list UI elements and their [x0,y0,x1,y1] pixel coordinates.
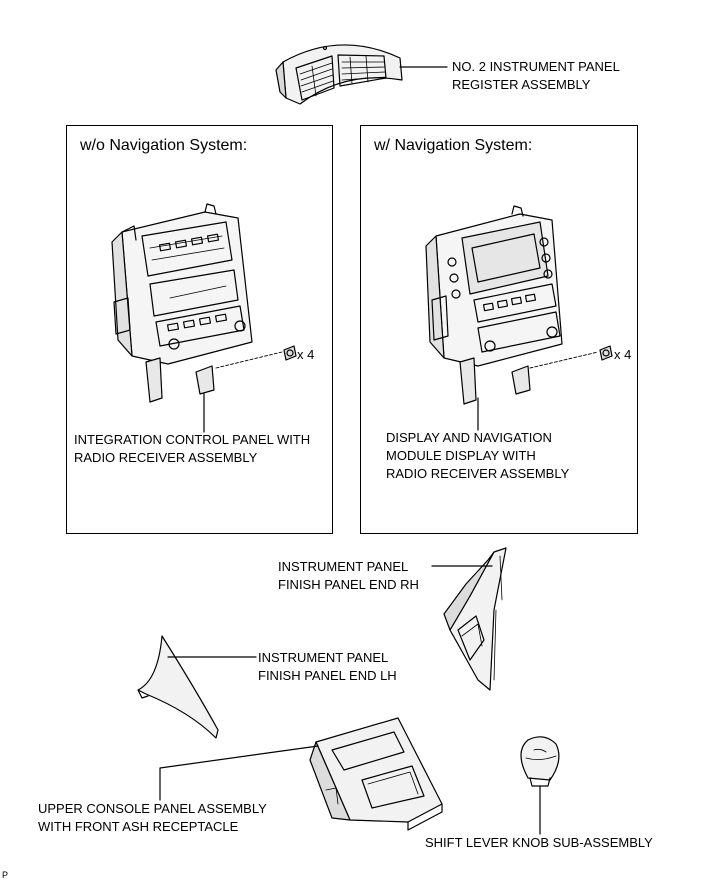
finish-panel-end-lh [137,635,219,739]
without-navigation-box [66,125,333,534]
end-rh-label-line2: FINISH PANEL END RH [278,577,419,592]
console-label-line2: WITH FRONT ASH RECEPTACLE [38,819,239,834]
screw-dashed-line-left [215,351,283,369]
with-navigation-box [360,125,638,534]
end-lh-label-line2: FINISH PANEL END LH [258,668,397,683]
end-lh-label: INSTRUMENT PANEL FINISH PANEL END LH [258,649,397,685]
integration-control-panel [111,203,253,403]
register-label-line2: REGISTER ASSEMBLY [452,77,591,92]
display-label-line3: RADIO RECEIVER ASSEMBLY [386,466,570,481]
shift-lever-knob [520,736,560,787]
register-label: NO. 2 INSTRUMENT PANEL REGISTER ASSEMBLY [452,58,620,94]
console-label-line1: UPPER CONSOLE PANEL ASSEMBLY [38,801,267,816]
upper-console-panel [309,717,443,831]
screw-dashed-line-right [529,351,599,369]
corner-mark: P [2,870,9,880]
shift-label: SHIFT LEVER KNOB SUB-ASSEMBLY [425,835,653,850]
register-assembly [275,44,403,105]
display-navigation-assembly [425,205,563,405]
register-label-line1: NO. 2 INSTRUMENT PANEL [452,59,620,74]
with-navigation-title: w/ Navigation System: [374,137,533,154]
display-label-line2: MODULE DISPLAY WITH [386,448,536,463]
screw-count-left: x 4 [297,347,315,362]
console-leader-line [159,745,319,801]
end-lh-label-line1: INSTRUMENT PANEL [258,650,389,665]
display-label: DISPLAY AND NAVIGATION MODULE DISPLAY WI… [386,429,569,483]
screw-count-right: x 4 [614,347,632,362]
display-label-line1: DISPLAY AND NAVIGATION [386,430,552,445]
screw-right [599,345,613,361]
end-rh-label: INSTRUMENT PANEL FINISH PANEL END RH [278,558,419,594]
end-rh-label-line1: INSTRUMENT PANEL [278,559,409,574]
integration-label-line1: INTEGRATION CONTROL PANEL WITH [74,432,311,447]
finish-panel-end-rh [443,547,507,691]
without-navigation-title: w/o Navigation System: [80,137,248,154]
console-label: UPPER CONSOLE PANEL ASSEMBLY WITH FRONT … [38,800,267,836]
integration-label: INTEGRATION CONTROL PANEL WITH RADIO REC… [74,431,310,467]
screw-left [283,345,297,361]
integration-label-line2: RADIO RECEIVER ASSEMBLY [74,450,258,465]
